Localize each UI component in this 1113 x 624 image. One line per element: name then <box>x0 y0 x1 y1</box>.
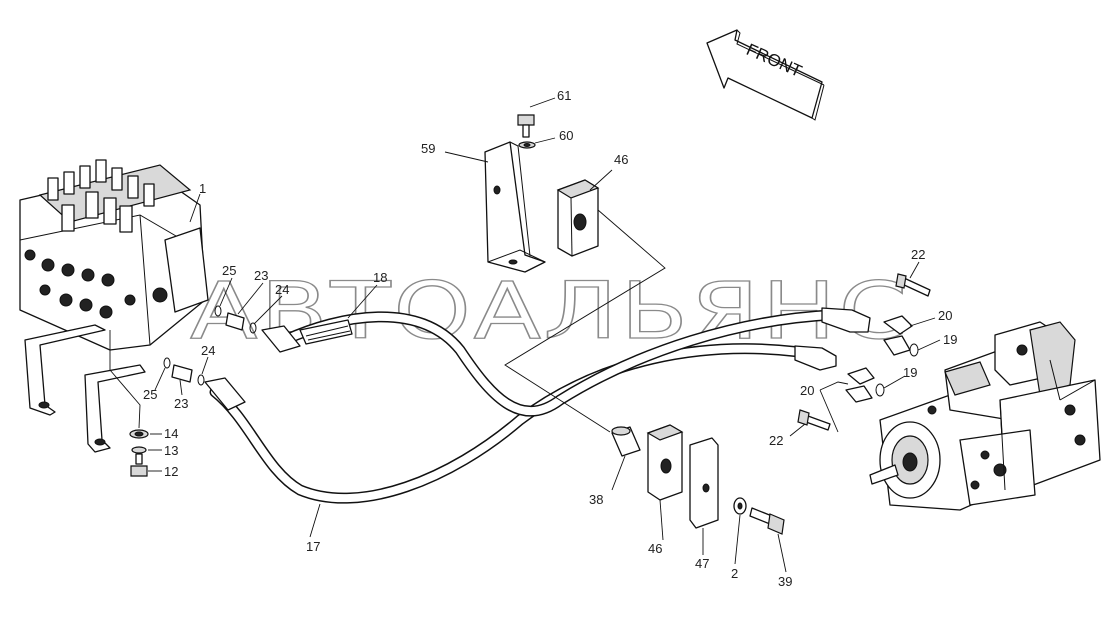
flange-clamp-lower <box>845 367 885 403</box>
callout-19-lower: 19 <box>903 365 917 380</box>
screw-22-upper <box>895 273 931 297</box>
hydraulic-pump <box>869 321 1101 511</box>
callout-24-upper: 24 <box>275 282 289 297</box>
clamp-plate-47 <box>689 437 719 529</box>
bolt-39 <box>749 507 785 535</box>
leader-lines <box>109 97 941 573</box>
screw-22-lower <box>797 409 831 431</box>
callout-labels: 1 25 23 24 18 24 25 23 14 13 12 17 59 61… <box>143 88 957 589</box>
valve-fittings <box>163 305 257 386</box>
callout-47: 47 <box>695 556 709 571</box>
callout-14: 14 <box>164 426 178 441</box>
callout-18: 18 <box>373 270 387 285</box>
callout-19-upper: 19 <box>943 332 957 347</box>
callout-38: 38 <box>589 492 603 507</box>
callout-23-lower: 23 <box>174 396 188 411</box>
washer-60 <box>518 141 536 149</box>
callout-46-upper: 46 <box>614 152 628 167</box>
callout-20-lower: 20 <box>800 383 814 398</box>
valve-spools <box>47 159 155 233</box>
callout-17: 17 <box>306 539 320 554</box>
callout-20-upper: 20 <box>938 308 952 323</box>
washer-2 <box>733 497 747 515</box>
callout-25-upper: 25 <box>222 263 236 278</box>
callout-2: 2 <box>731 566 738 581</box>
callout-22-upper: 22 <box>911 247 925 262</box>
spacer-38 <box>611 426 641 457</box>
callout-1: 1 <box>199 181 206 196</box>
control-valve-block <box>19 159 209 351</box>
callout-25-lower: 25 <box>143 387 157 402</box>
front-arrow: FRONT <box>706 29 825 121</box>
callout-39: 39 <box>778 574 792 589</box>
callout-61: 61 <box>557 88 571 103</box>
bolt-61 <box>517 114 535 138</box>
bolt-washer-stack <box>129 429 149 477</box>
flange-clamp-upper <box>883 315 919 357</box>
clamp-block-46-upper <box>556 179 600 257</box>
callout-24-lower: 24 <box>201 343 215 358</box>
valve-mounting-bracket <box>24 324 146 453</box>
callout-12: 12 <box>164 464 178 479</box>
hose-18 <box>261 307 871 417</box>
bracket-59 <box>484 141 546 273</box>
clamp-block-46-lower <box>646 424 684 501</box>
callout-22-lower: 22 <box>769 433 783 448</box>
callout-23-upper: 23 <box>254 268 268 283</box>
callout-46-lower: 46 <box>648 541 662 556</box>
valve-ports <box>24 248 189 319</box>
callout-13: 13 <box>164 443 178 458</box>
callout-60: 60 <box>559 128 573 143</box>
hose-17 <box>204 343 837 504</box>
callout-59: 59 <box>421 141 435 156</box>
